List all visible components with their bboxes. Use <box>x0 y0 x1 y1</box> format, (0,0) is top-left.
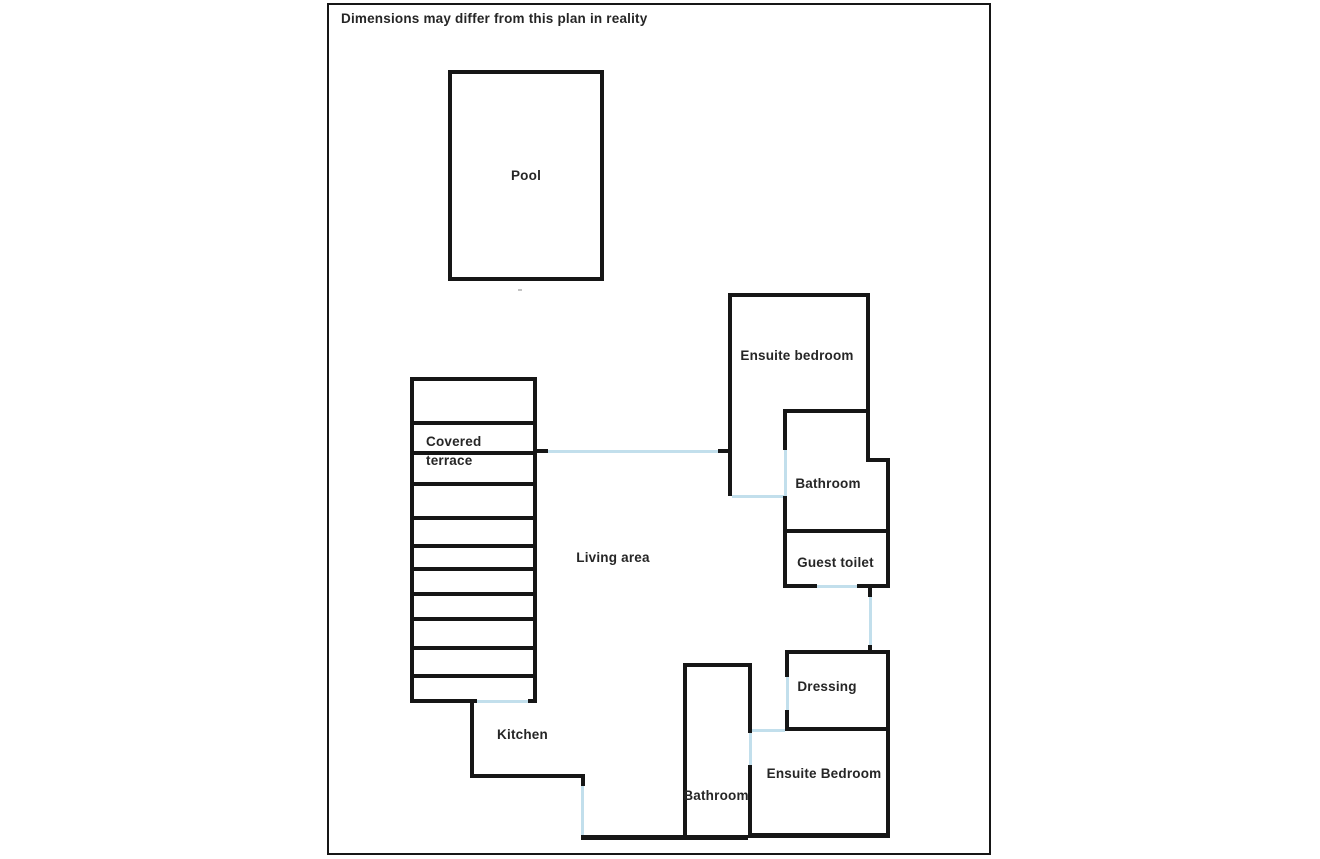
dressing-top-wall <box>785 650 890 654</box>
terrace-left-wall <box>410 377 414 703</box>
bathroom-notch-wall <box>866 458 890 462</box>
terrace-slat <box>410 617 537 621</box>
terrace-door-opening <box>477 700 528 703</box>
kitchen-door-opening <box>581 786 584 835</box>
kitchen-left-wall <box>470 701 474 778</box>
bathroom-bottom-label: Bathroom <box>683 788 749 803</box>
ensuite-bedroom-top-label: Ensuite bedroom <box>740 348 854 363</box>
terrace-bottom-wall <box>410 699 477 703</box>
kitchen-label: Kitchen <box>497 727 548 742</box>
ensuite-bottom-door-opening <box>748 729 785 732</box>
terrace-slat <box>410 544 537 548</box>
terrace-slat <box>410 516 537 520</box>
pool-outline <box>448 70 604 281</box>
terrace-slat <box>410 646 537 650</box>
covered-terrace-label: Covered terrace <box>426 432 481 470</box>
ensuite-top-door-opening <box>732 495 785 498</box>
connector-jamb-top <box>868 584 872 597</box>
pool-mark <box>518 289 522 291</box>
covered-terrace-label-line2: terrace <box>426 453 473 468</box>
bathroom-bottom-left-wall <box>683 663 687 838</box>
bottom-wall-left <box>581 835 748 840</box>
terrace-slat <box>410 674 537 678</box>
guest-toilet-bottom-wall-left <box>783 584 817 588</box>
pool-label: Pool <box>510 168 542 183</box>
bathroom-bottom-door-opening <box>749 733 752 765</box>
kitchen-bottom-wall <box>470 774 584 778</box>
disclaimer-text: Dimensions may differ from this plan in … <box>341 11 648 26</box>
dressing-left-wall-lower <box>785 710 789 731</box>
opening-left-jamb <box>537 449 548 453</box>
ensuite-top-left-wall <box>728 293 732 496</box>
bathroom-top-top-wall <box>783 409 870 413</box>
guest-toilet-bottom-wall-right <box>857 584 890 588</box>
bathroom-bottom-top-wall <box>683 663 748 667</box>
guest-toilet-door-opening <box>817 585 857 588</box>
dressing-bottom-wall <box>785 727 890 731</box>
bathroom-top-left-wall-upper <box>783 409 787 450</box>
terrace-slat <box>410 567 537 571</box>
ensuite-bedroom-bottom-label: Ensuite Bedroom <box>766 766 882 781</box>
living-area-opening <box>548 450 718 453</box>
dressing-bedroom-right-wall <box>886 650 890 838</box>
bathroom-bottom-right-wall-lower <box>748 765 752 838</box>
bathroom-bottom-right-wall-upper <box>748 663 752 733</box>
terrace-slat <box>410 451 537 455</box>
bathroom-top-label: Bathroom <box>795 476 861 491</box>
covered-terrace-label-line1: Covered <box>426 434 482 449</box>
terrace-bottom-corner <box>528 699 537 703</box>
ensuite-bottom-bottom-wall <box>748 833 890 838</box>
opening-right-jamb <box>718 449 730 453</box>
bathroom-top-left-wall-lower <box>783 496 787 588</box>
connector-opening <box>869 597 872 645</box>
dressing-door-opening <box>786 677 789 710</box>
terrace-right-wall <box>533 377 537 699</box>
terrace-slat <box>410 421 537 425</box>
terrace-slat <box>410 482 537 486</box>
dressing-left-wall-upper <box>785 650 789 677</box>
dressing-label: Dressing <box>797 679 857 694</box>
bathroom-guest-divider-wall <box>783 529 890 533</box>
ensuite-top-top-wall <box>728 293 870 297</box>
living-area-label: Living area <box>576 550 650 565</box>
plan-outer-border <box>327 3 991 855</box>
bathroom-guest-right-wall <box>886 458 890 588</box>
guest-toilet-label: Guest toilet <box>797 555 874 570</box>
terrace-slat <box>410 592 537 596</box>
ensuite-top-right-wall <box>866 293 870 462</box>
kitchen-door-jamb <box>581 774 585 786</box>
terrace-slat <box>410 377 537 381</box>
bathroom-top-door-opening <box>784 450 787 496</box>
connector-jamb-bottom <box>868 645 872 654</box>
